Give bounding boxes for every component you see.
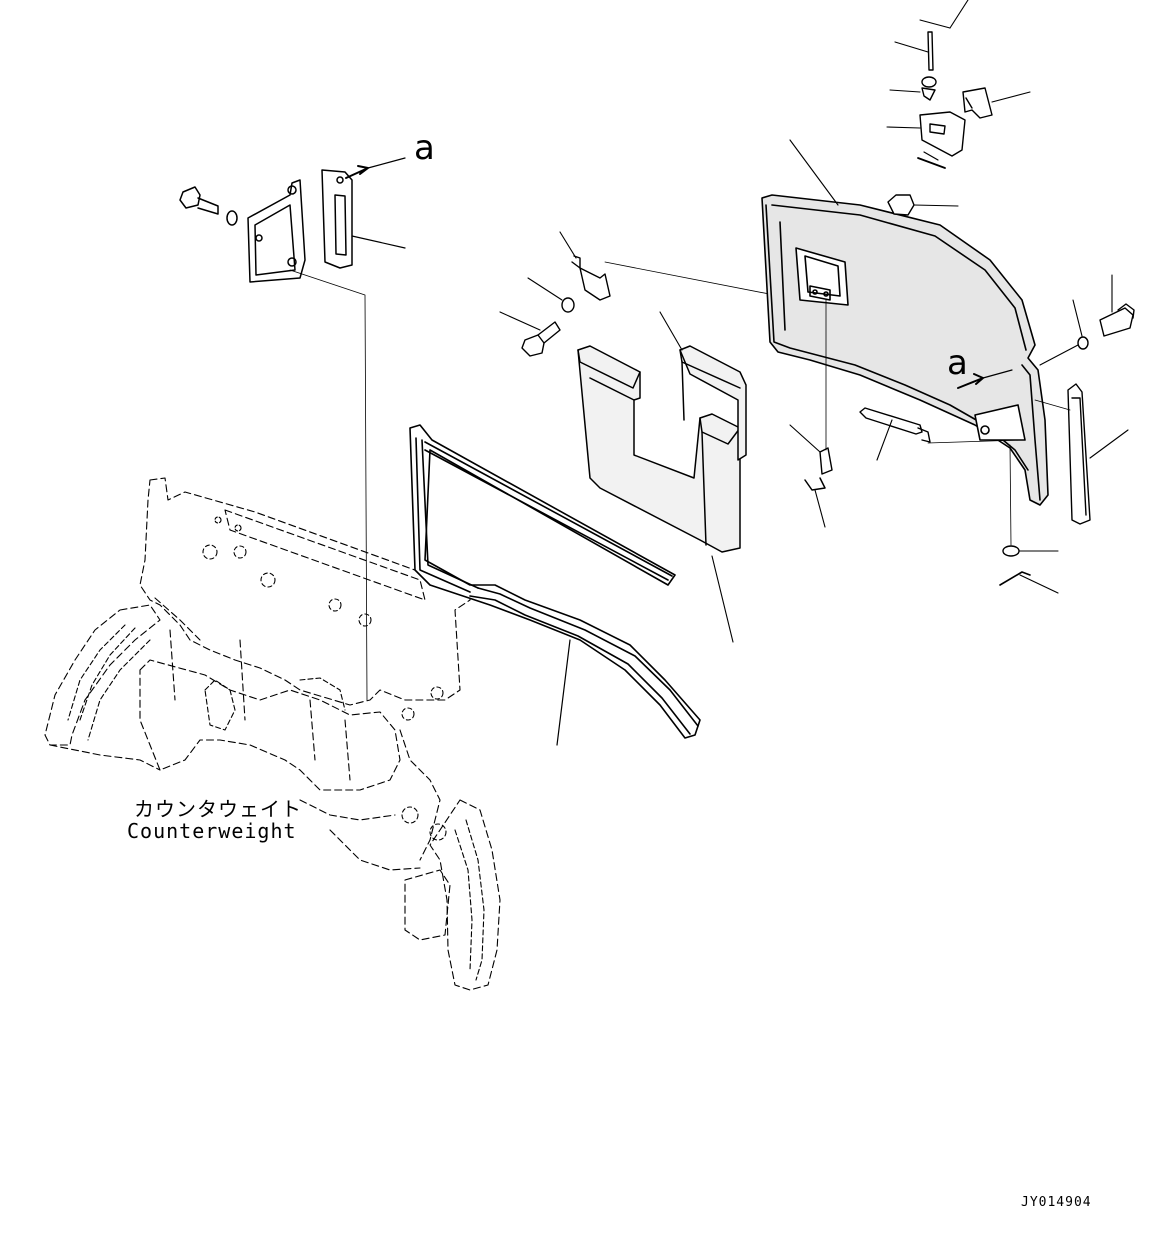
cover-panel <box>761 139 1049 506</box>
seal-frame <box>409 424 701 746</box>
foam-pad <box>577 311 747 643</box>
latch-hardware <box>886 0 1031 216</box>
small-bracket-set <box>499 231 801 357</box>
counterweight-label-japanese: カウンタウェイト <box>134 797 302 821</box>
view-a-marker-right: a <box>947 343 968 383</box>
figure-number: JY014904 <box>1021 1195 1092 1210</box>
view-a-marker-top: a <box>414 128 435 168</box>
counterweight-frame <box>44 477 501 991</box>
rod-and-clips <box>789 299 1023 528</box>
side-hardware <box>999 274 1135 594</box>
counterweight-label-english: Counterweight <box>127 819 297 843</box>
hinge-bracket <box>179 157 406 701</box>
